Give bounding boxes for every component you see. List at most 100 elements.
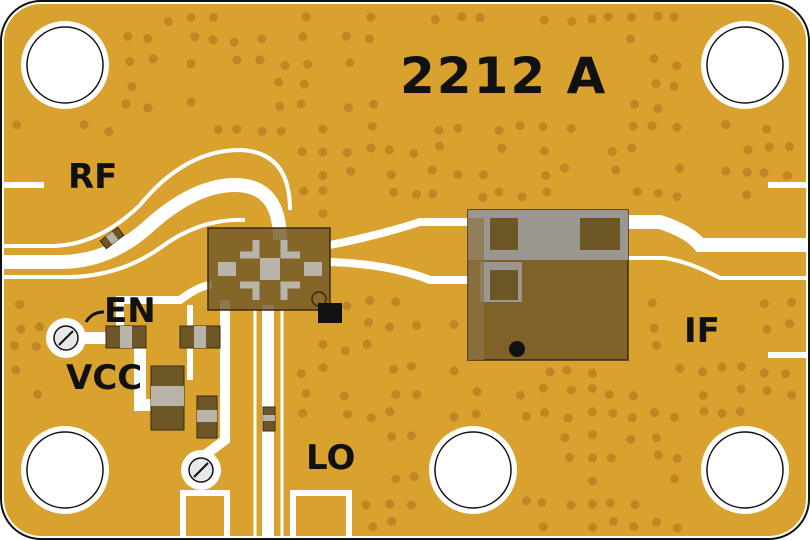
ground-via — [721, 166, 731, 176]
ground-via — [611, 165, 621, 175]
ground-via — [457, 12, 467, 22]
ground-via — [186, 97, 196, 107]
ground-via — [652, 517, 661, 527]
ground-via — [672, 122, 682, 132]
ground-via — [127, 82, 137, 92]
ground-via — [537, 498, 547, 507]
ground-via — [301, 389, 311, 398]
ground-via — [453, 123, 463, 133]
ground-via — [759, 368, 769, 378]
ground-via — [651, 433, 661, 443]
ground-via — [412, 390, 422, 400]
ground-via — [33, 389, 43, 399]
ground-via — [587, 14, 597, 24]
ground-via — [670, 412, 679, 422]
ground-via — [588, 453, 597, 463]
ground-via — [538, 522, 548, 532]
ground-via — [653, 104, 663, 114]
ground-via — [538, 383, 548, 393]
ground-via — [232, 124, 242, 134]
ground-via — [787, 390, 797, 400]
ground-via — [653, 11, 663, 21]
ground-via — [762, 324, 772, 334]
cap-en — [179, 325, 221, 349]
ground-via — [647, 121, 657, 131]
if-trace-upper — [329, 218, 470, 249]
transformer-dot — [509, 341, 525, 357]
test-point-vcc — [46, 318, 86, 358]
ground-via — [345, 58, 355, 68]
ground-via — [669, 81, 679, 91]
ground-via — [365, 34, 374, 44]
ground-via — [538, 122, 548, 131]
ground-via — [341, 31, 351, 41]
ground-via — [409, 149, 419, 158]
ground-via — [387, 516, 397, 526]
ground-via — [629, 522, 639, 532]
test-point-bias — [181, 450, 221, 490]
passives — [99, 226, 276, 439]
bottom-pad-right — [296, 496, 346, 536]
ground-via — [497, 143, 507, 153]
ground-via — [627, 143, 637, 153]
ground-via — [186, 13, 196, 23]
ground-via — [605, 498, 615, 508]
ground-via — [362, 339, 372, 349]
ground-via — [297, 147, 307, 157]
ground-via — [743, 145, 753, 155]
ground-via — [389, 364, 399, 374]
ground-via — [742, 190, 752, 200]
ground-via — [629, 391, 638, 401]
ground-via — [737, 362, 746, 371]
cap-vcc-bypass — [196, 395, 218, 439]
ground-via — [391, 389, 401, 399]
ground-via — [699, 406, 709, 416]
ground-via — [385, 407, 395, 417]
ground-via — [651, 79, 661, 88]
ground-via — [299, 79, 309, 89]
ground-via — [163, 17, 173, 26]
ground-via — [299, 186, 309, 196]
bottom-pad-left — [186, 496, 224, 536]
ground-via — [540, 408, 550, 418]
ground-via — [15, 300, 25, 310]
part-number-label: 2212 A — [400, 47, 607, 105]
ground-via — [675, 163, 685, 173]
ground-via — [35, 322, 45, 332]
if-edge-clearance-bottom — [768, 352, 808, 358]
ground-via — [143, 33, 153, 43]
ground-via — [318, 186, 328, 195]
ground-via — [560, 433, 570, 443]
ground-via — [449, 366, 459, 376]
ground-via — [346, 166, 356, 176]
ground-via — [298, 32, 308, 42]
ground-via — [11, 365, 21, 375]
ground-via — [121, 99, 131, 109]
ground-via — [562, 365, 572, 375]
ground-via — [453, 170, 463, 180]
ground-via — [784, 142, 794, 151]
ground-via — [471, 409, 481, 419]
ground-via — [428, 189, 438, 199]
ground-via — [672, 523, 682, 533]
if-edge-clearance — [768, 182, 808, 188]
en-label: EN — [104, 291, 156, 331]
if-trace-lower — [329, 258, 470, 284]
ground-via — [257, 126, 267, 136]
if-out-gap — [628, 256, 806, 280]
ground-via — [651, 340, 661, 350]
ground-via — [759, 168, 769, 178]
ground-via — [361, 500, 371, 510]
vcc-label: VCC — [66, 358, 142, 398]
ground-via — [318, 124, 328, 134]
ground-via — [698, 390, 708, 400]
ground-via — [229, 37, 239, 47]
ground-via — [545, 367, 555, 377]
ground-via — [675, 363, 685, 373]
ground-via — [213, 125, 223, 135]
resistor-en — [105, 325, 147, 349]
ground-via — [608, 408, 618, 418]
ground-via — [587, 368, 597, 378]
ground-via — [427, 165, 437, 175]
